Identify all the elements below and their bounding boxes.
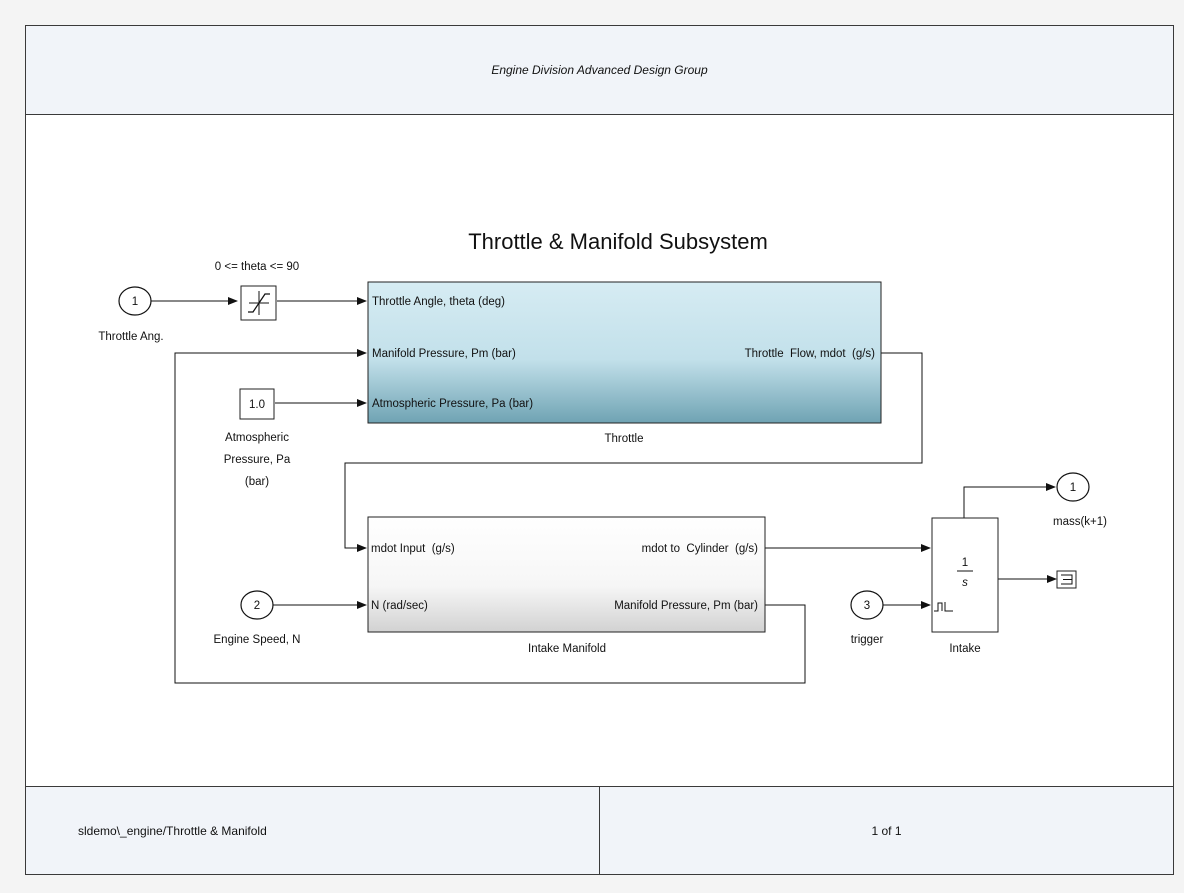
constant-label-line: Pressure, Pa <box>224 454 291 466</box>
constant-value: 1.0 <box>249 399 265 411</box>
saturation-block[interactable]: 0 <= theta <= 90 <box>215 261 299 321</box>
manifold-input-port: mdot Input (g/s) <box>371 543 455 555</box>
inport-circle <box>850 590 884 620</box>
throttle-block-name: Throttle <box>605 433 644 445</box>
constant-label-line: Atmospheric <box>225 432 289 444</box>
manifold-output-port: mdot to Cylinder (g/s) <box>642 543 758 555</box>
footer-model-cell: sldemo\_engine/Throttle & Manifold <box>26 787 600 874</box>
inport-circle <box>118 286 152 316</box>
throttle-input-port: Manifold Pressure, Pm (bar) <box>372 348 516 360</box>
inport-label: Engine Speed, N <box>214 634 301 646</box>
integrator-rect <box>931 517 999 633</box>
wire-intake-state <box>963 483 1056 518</box>
constant-label-line: (bar) <box>245 476 269 488</box>
outport-label: mass(k+1) <box>1053 516 1107 528</box>
inport-number: 3 <box>864 600 870 612</box>
reset-trigger-icon <box>934 602 953 612</box>
outport-number: 1 <box>1070 482 1076 494</box>
throttle-rect <box>367 281 882 424</box>
inport-number: 1 <box>132 296 138 308</box>
signal-lines <box>151 297 1057 684</box>
wire-manifold-pressure-feedback <box>174 349 806 684</box>
constant-atm-pressure[interactable]: 1.0 Atmospheric Pressure, Pa (bar) <box>224 388 291 488</box>
throttle-input-port: Atmospheric Pressure, Pa (bar) <box>372 398 533 410</box>
manifold-input-port: N (rad/sec) <box>371 600 428 612</box>
page-indicator: 1 of 1 <box>871 823 902 838</box>
terminator-icon <box>1061 574 1073 585</box>
inport-number: 2 <box>254 600 260 612</box>
diagram-sheet: Engine Division Advanced Design Group Th… <box>25 25 1174 875</box>
diagram-title: Throttle & Manifold Subsystem <box>468 229 768 254</box>
integrator-denominator: s <box>962 577 968 589</box>
intake-manifold-block[interactable]: mdot Input (g/s) N (rad/sec) mdot to Cyl… <box>367 516 766 655</box>
footer-page-cell: 1 of 1 <box>600 787 1173 874</box>
outport-mass[interactable]: 1 mass(k+1) <box>1053 472 1107 528</box>
throttle-output-port: Throttle Flow, mdot (g/s) <box>745 348 876 360</box>
inport-circle <box>240 590 274 620</box>
footer-band: sldemo\_engine/Throttle & Manifold 1 of … <box>26 786 1173 874</box>
integrator-block-name: Intake <box>949 643 980 655</box>
saturation-label: 0 <= theta <= 90 <box>215 261 299 273</box>
manifold-output-port: Manifold Pressure, Pm (bar) <box>614 600 758 612</box>
constant-rect <box>239 388 275 420</box>
integrator-numerator: 1 <box>962 557 968 569</box>
model-path: sldemo\_engine/Throttle & Manifold <box>78 823 267 838</box>
inport-trigger[interactable]: 3 trigger <box>850 590 884 646</box>
terminator-block[interactable] <box>1056 570 1077 589</box>
intake-integrator-block[interactable]: 1 s Intake <box>931 517 999 655</box>
inport-label: Throttle Ang. <box>98 331 163 343</box>
inport-label: trigger <box>851 634 884 646</box>
header-band: Engine Division Advanced Design Group <box>26 26 1173 115</box>
manifold-block-name: Intake Manifold <box>528 643 606 655</box>
inport-throttle-ang[interactable]: 1 Throttle Ang. <box>98 286 164 343</box>
outport-circle <box>1056 472 1090 502</box>
saturation-icon <box>248 291 270 315</box>
throttle-block[interactable]: Throttle Angle, theta (deg) Manifold Pre… <box>367 281 882 445</box>
wire-throttle-flow <box>344 352 923 552</box>
simulink-diagram: Throttle & Manifold Subsystem 1 Throttle… <box>98 229 1107 684</box>
manifold-rect <box>367 516 766 633</box>
group-name: Engine Division Advanced Design Group <box>491 63 708 77</box>
throttle-input-port: Throttle Angle, theta (deg) <box>372 296 505 308</box>
inport-engine-speed[interactable]: 2 Engine Speed, N <box>214 590 301 646</box>
